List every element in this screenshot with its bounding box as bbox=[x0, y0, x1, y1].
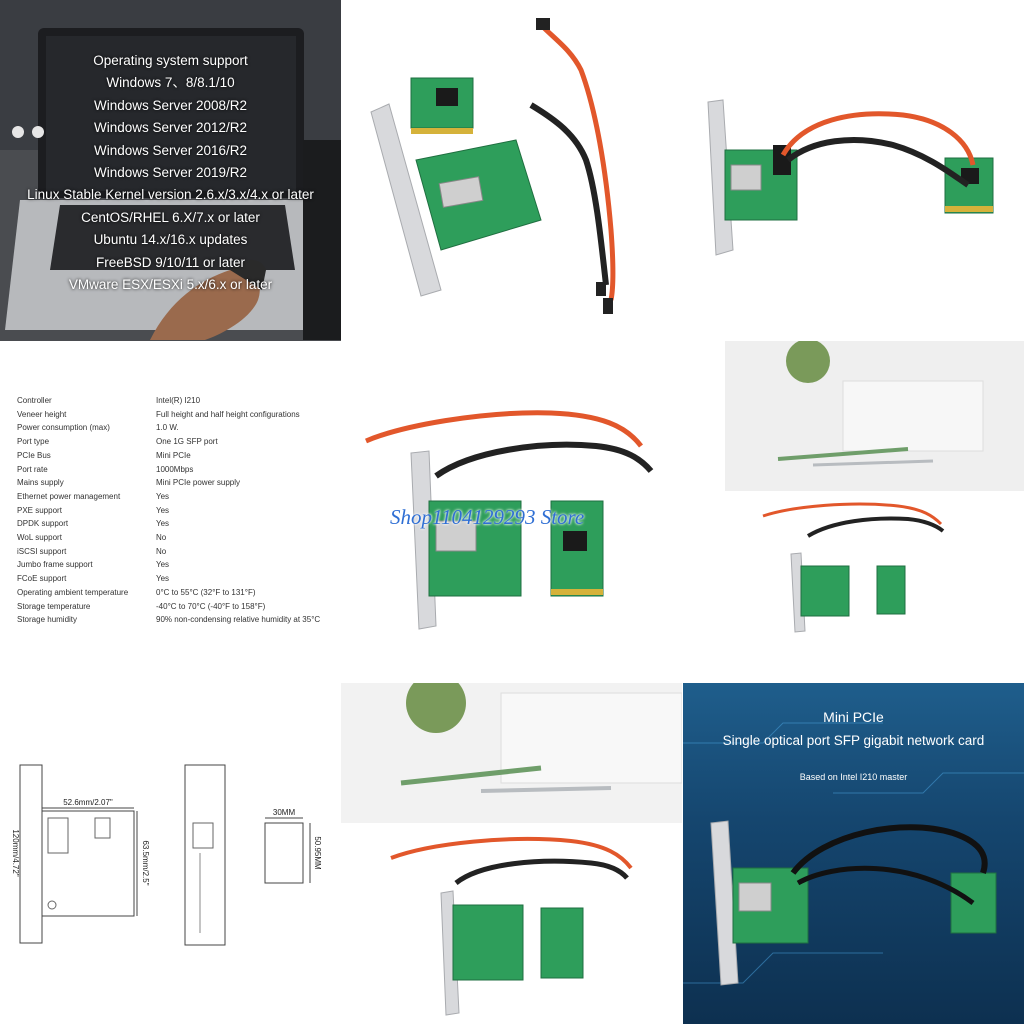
product-photo-3 bbox=[341, 341, 682, 682]
spec-label: Controller bbox=[17, 396, 52, 405]
os-support-line: Windows Server 2012/R2 bbox=[93, 120, 248, 136]
spec-label: iSCSI support bbox=[17, 546, 67, 556]
spec-value: 1.0 W. bbox=[156, 423, 179, 433]
spec-value: Intel(R) I210 bbox=[156, 396, 201, 405]
os-support-line: CentOS/RHEL 6.X/7.x or later bbox=[81, 209, 260, 225]
spec-label: Mains supply bbox=[17, 478, 64, 488]
spec-label: WoL support bbox=[17, 533, 62, 542]
spec-value: Mini PCIe bbox=[156, 450, 191, 460]
spec-label: Power consumption (max) bbox=[17, 423, 110, 433]
desk-scene-image bbox=[683, 341, 1024, 682]
os-support-line: Ubuntu 14.x/16.x updates bbox=[93, 232, 248, 248]
width-dimension: 52.6mm/2.07" bbox=[63, 798, 113, 807]
promo-panel: Mini PCIe Single optical port SFP gigabi… bbox=[683, 683, 1024, 1024]
spec-value: -40°C to 70°C (-40°F to 158°F) bbox=[156, 601, 266, 611]
spec-label: Port rate bbox=[17, 464, 48, 474]
dimension-drawing: 52.6mm/2.07" 120mm/4.72" 63.5mm/2.5" 30M… bbox=[0, 683, 341, 1024]
desk-scene-large-image bbox=[341, 683, 682, 1024]
spec-value: No bbox=[156, 546, 167, 556]
product-photo-1 bbox=[341, 0, 682, 341]
os-support-line: Windows Server 2019/R2 bbox=[93, 165, 248, 181]
spec-label: Operating ambient temperature bbox=[17, 587, 129, 597]
circuit-background bbox=[683, 722, 1024, 986]
spec-label: Port type bbox=[17, 437, 50, 447]
store-watermark: Shop1104129293 Store bbox=[390, 505, 585, 529]
spec-label: Ethernet power management bbox=[17, 491, 121, 501]
os-support-line: FreeBSD 9/10/11 or later bbox=[95, 254, 246, 270]
network-card-and-cables-image bbox=[341, 0, 682, 341]
os-support-line: VMware ESX/ESXi 5.x/6.x or later bbox=[68, 277, 273, 293]
product-photo-4 bbox=[683, 341, 1024, 682]
height-dimension-left: 120mm/4.72" bbox=[11, 829, 20, 876]
product-photo-5 bbox=[341, 683, 682, 1024]
card-kit-image bbox=[341, 341, 682, 682]
promo-caption: Based on Intel I210 master bbox=[799, 772, 908, 782]
spec-value: 90% non-condensing relative humidity at … bbox=[156, 615, 321, 625]
spec-value: Mini PCIe power supply bbox=[156, 478, 241, 488]
spec-value: Yes bbox=[156, 491, 170, 501]
spec-value: No bbox=[156, 533, 167, 542]
spec-label: Storage temperature bbox=[17, 601, 91, 611]
mini-height-dimension: 50.95MM bbox=[313, 836, 322, 870]
spec-value: 0°C to 55°C (32°F to 131°F) bbox=[156, 587, 256, 597]
spec-label: DPDK support bbox=[17, 519, 69, 529]
spec-value: 1000Mbps bbox=[156, 464, 194, 474]
os-support-line: Windows 7、8/8.1/10 bbox=[106, 75, 235, 91]
spec-value: Yes bbox=[156, 519, 170, 529]
spec-label: Storage humidity bbox=[17, 615, 78, 625]
product-photo-2 bbox=[683, 0, 1024, 341]
promo-title: Mini PCIe bbox=[823, 709, 884, 725]
spec-label: PXE support bbox=[17, 505, 62, 515]
promo-subtitle: Single optical port SFP gigabit network … bbox=[722, 733, 985, 748]
os-support-line: Operating system support bbox=[93, 53, 248, 68]
laptop-photo-background bbox=[0, 0, 341, 341]
assembled-card-image bbox=[683, 0, 1024, 341]
os-support-line: Windows Server 2008/R2 bbox=[93, 97, 248, 113]
spec-value: Yes bbox=[156, 505, 170, 515]
spec-label: Jumbo frame support bbox=[17, 560, 93, 570]
spec-value: Yes bbox=[156, 560, 170, 570]
os-support-line: Linux Stable Kernel version 2.6.x/3.x/4.… bbox=[27, 187, 314, 203]
spec-label: Veneer height bbox=[17, 409, 67, 419]
spec-value: Yes bbox=[156, 574, 170, 584]
mini-width-dimension: 30MM bbox=[273, 808, 296, 817]
spec-value: Full height and half height configuratio… bbox=[156, 409, 300, 419]
spec-value: One 1G SFP port bbox=[156, 437, 218, 447]
spec-label: PCIe Bus bbox=[17, 450, 51, 460]
height-dimension-right: 63.5mm/2.5" bbox=[141, 840, 150, 885]
dimension-diagram: 52.6mm/2.07" 120mm/4.72" 63.5mm/2.5" 30M… bbox=[0, 683, 341, 1024]
os-support-line: Windows Server 2016/R2 bbox=[93, 142, 248, 158]
spec-label: FCoE support bbox=[17, 574, 67, 584]
